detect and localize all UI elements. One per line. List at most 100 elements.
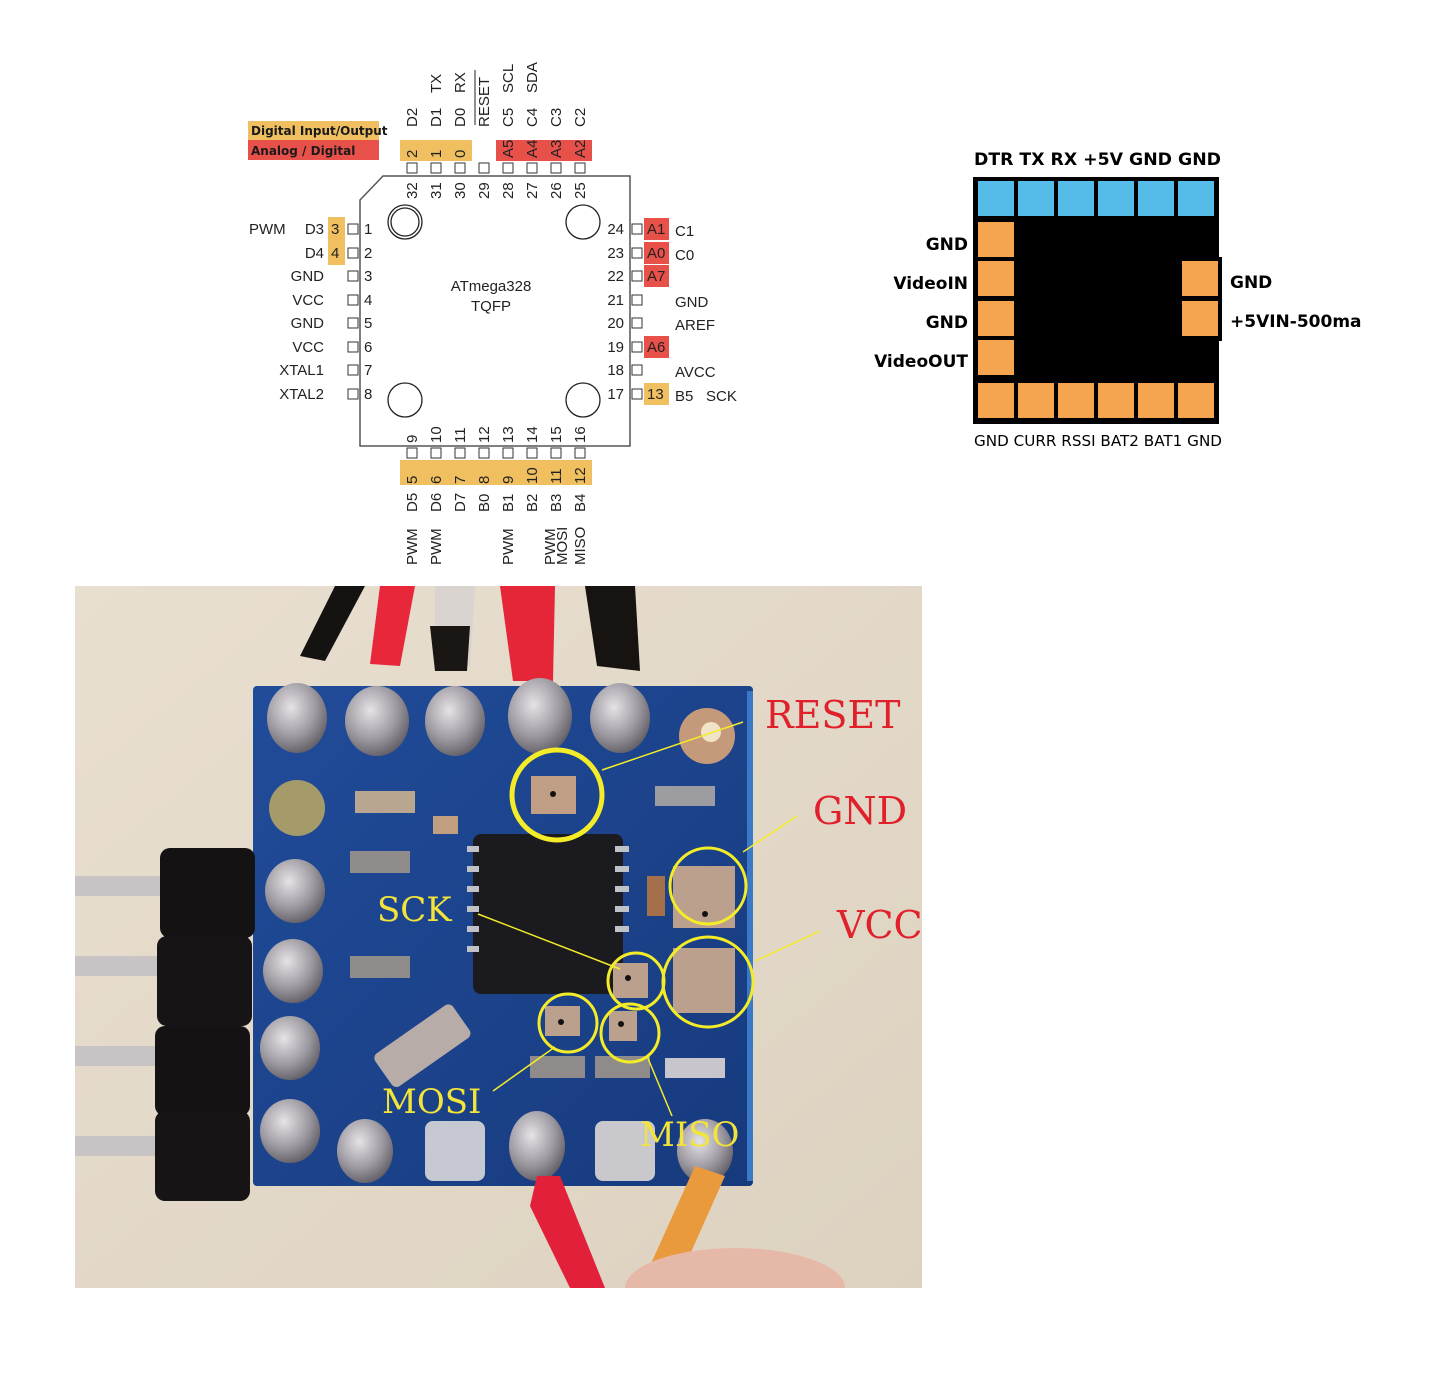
smd-resistor <box>655 786 715 806</box>
pin-legend: Digital Input/Output Analog / Digital <box>248 121 388 160</box>
gnd-annotation: GND <box>813 789 907 833</box>
arduino-pin-label: 3 <box>331 221 339 238</box>
pin-number: 27 <box>524 182 541 199</box>
pin-pad <box>454 162 466 174</box>
pin-number: 19 <box>607 339 624 356</box>
osd-bottom-labels: GND CURR RSSI BAT2 BAT1 GND <box>974 432 1222 450</box>
pin-number: 5 <box>364 315 372 332</box>
osd-pads <box>978 181 1218 418</box>
wire-black-tip <box>430 626 470 671</box>
pin-label: VCC <box>292 339 324 356</box>
osd-left-label: VideoOUT <box>874 352 968 372</box>
arduino-pin-label: 4 <box>331 245 339 262</box>
arduino-pin-label: A4 <box>524 140 541 158</box>
port-label: D6 <box>428 493 445 512</box>
port-label: RESET <box>476 77 493 127</box>
solder-joint <box>508 678 572 754</box>
arduino-pin-bg <box>544 460 568 485</box>
solder-joint <box>590 683 650 753</box>
pin-number: 8 <box>364 386 372 403</box>
pin1-marker-dot <box>387 204 423 240</box>
pin-pad <box>631 247 643 259</box>
pin-number: 7 <box>364 362 372 379</box>
function-label: PWM <box>249 221 286 238</box>
solder-joint <box>267 683 327 753</box>
port-label: C2 <box>572 108 589 127</box>
left-pad <box>978 301 1014 336</box>
gold-pad <box>269 780 325 836</box>
chip-name: ATmega328 <box>451 278 532 295</box>
pin-label: D4 <box>305 245 324 262</box>
mold-mark-bottom-right <box>565 382 601 418</box>
pin-number: 1 <box>364 221 372 238</box>
sck-leader-line <box>477 913 621 970</box>
top-pad <box>1058 181 1094 216</box>
osd-right-label: GND <box>1230 273 1272 293</box>
port-label: C5 <box>500 108 517 127</box>
function-label: SCL <box>500 64 517 93</box>
arduino-pin-label: 7 <box>452 476 469 484</box>
pin-number: 3 <box>364 268 372 285</box>
arduino-pin-bg <box>400 140 424 161</box>
arduino-pin-bg <box>644 242 669 264</box>
chip-leg <box>467 846 479 852</box>
top-pad <box>978 181 1014 216</box>
pin-number: 16 <box>572 426 589 443</box>
top-pad <box>1018 181 1054 216</box>
header-pin <box>75 876 175 896</box>
chip-legs <box>467 846 629 952</box>
legend-digital-swatch <box>248 121 379 140</box>
chip-outline <box>359 175 631 447</box>
sck-highlight-circle <box>606 951 666 1011</box>
arduino-pin-label: 8 <box>476 476 493 484</box>
port-label: B2 <box>524 494 541 512</box>
header-plastic <box>160 848 255 938</box>
atmega-chip <box>473 834 623 994</box>
solder-joint <box>260 1099 320 1163</box>
pad-gnd <box>673 866 735 928</box>
solder-joint <box>337 1119 393 1183</box>
mold-mark-top-right <box>565 204 601 240</box>
function-label: PWM <box>500 528 517 565</box>
bottom-pad <box>1178 383 1214 418</box>
pin-pad <box>502 162 514 174</box>
left-pad <box>978 222 1014 257</box>
legend-digital-label: Digital Input/Output <box>251 124 388 138</box>
right-pad <box>1182 261 1218 296</box>
top-pad <box>1138 181 1174 216</box>
left-pad <box>978 261 1014 296</box>
pin-number: 13 <box>500 426 517 443</box>
pin-pad <box>631 317 643 329</box>
pin-label: AVCC <box>675 364 716 381</box>
port-label: B1 <box>500 494 517 512</box>
atmega328-pinout-diagram: Digital Input/Output Analog / Digital AT… <box>248 62 737 565</box>
pin-number: 9 <box>404 435 421 443</box>
arduino-pin-label: 0 <box>452 150 469 158</box>
header-plastic <box>157 936 252 1026</box>
port-label: C4 <box>524 108 541 127</box>
header-pin <box>75 956 165 976</box>
function-label: SDA <box>524 62 541 93</box>
arduino-pin-label: 11 <box>548 468 565 484</box>
chip-leg <box>467 886 479 892</box>
function-label: PWM <box>428 528 445 565</box>
chip-leg <box>467 926 479 932</box>
wire-black-2 <box>585 586 640 671</box>
chip-leg <box>467 946 479 952</box>
bottom-wires <box>530 1166 845 1288</box>
pin-number: 29 <box>476 182 493 199</box>
port-label: D7 <box>452 493 469 512</box>
header-pin <box>75 1136 165 1156</box>
pin-number: 32 <box>404 182 421 199</box>
header-plastic <box>155 1111 250 1201</box>
port-label: D1 <box>428 108 445 127</box>
pad-hole <box>702 911 708 917</box>
solder-joint <box>260 1016 320 1080</box>
arduino-pin-label: A3 <box>548 140 565 158</box>
function-label: PWM <box>542 528 559 565</box>
port-label: C3 <box>548 108 565 127</box>
pin-label: D3 <box>305 221 324 238</box>
legend-analog-label: Analog / Digital <box>251 144 355 158</box>
osd-board-body <box>973 177 1219 424</box>
